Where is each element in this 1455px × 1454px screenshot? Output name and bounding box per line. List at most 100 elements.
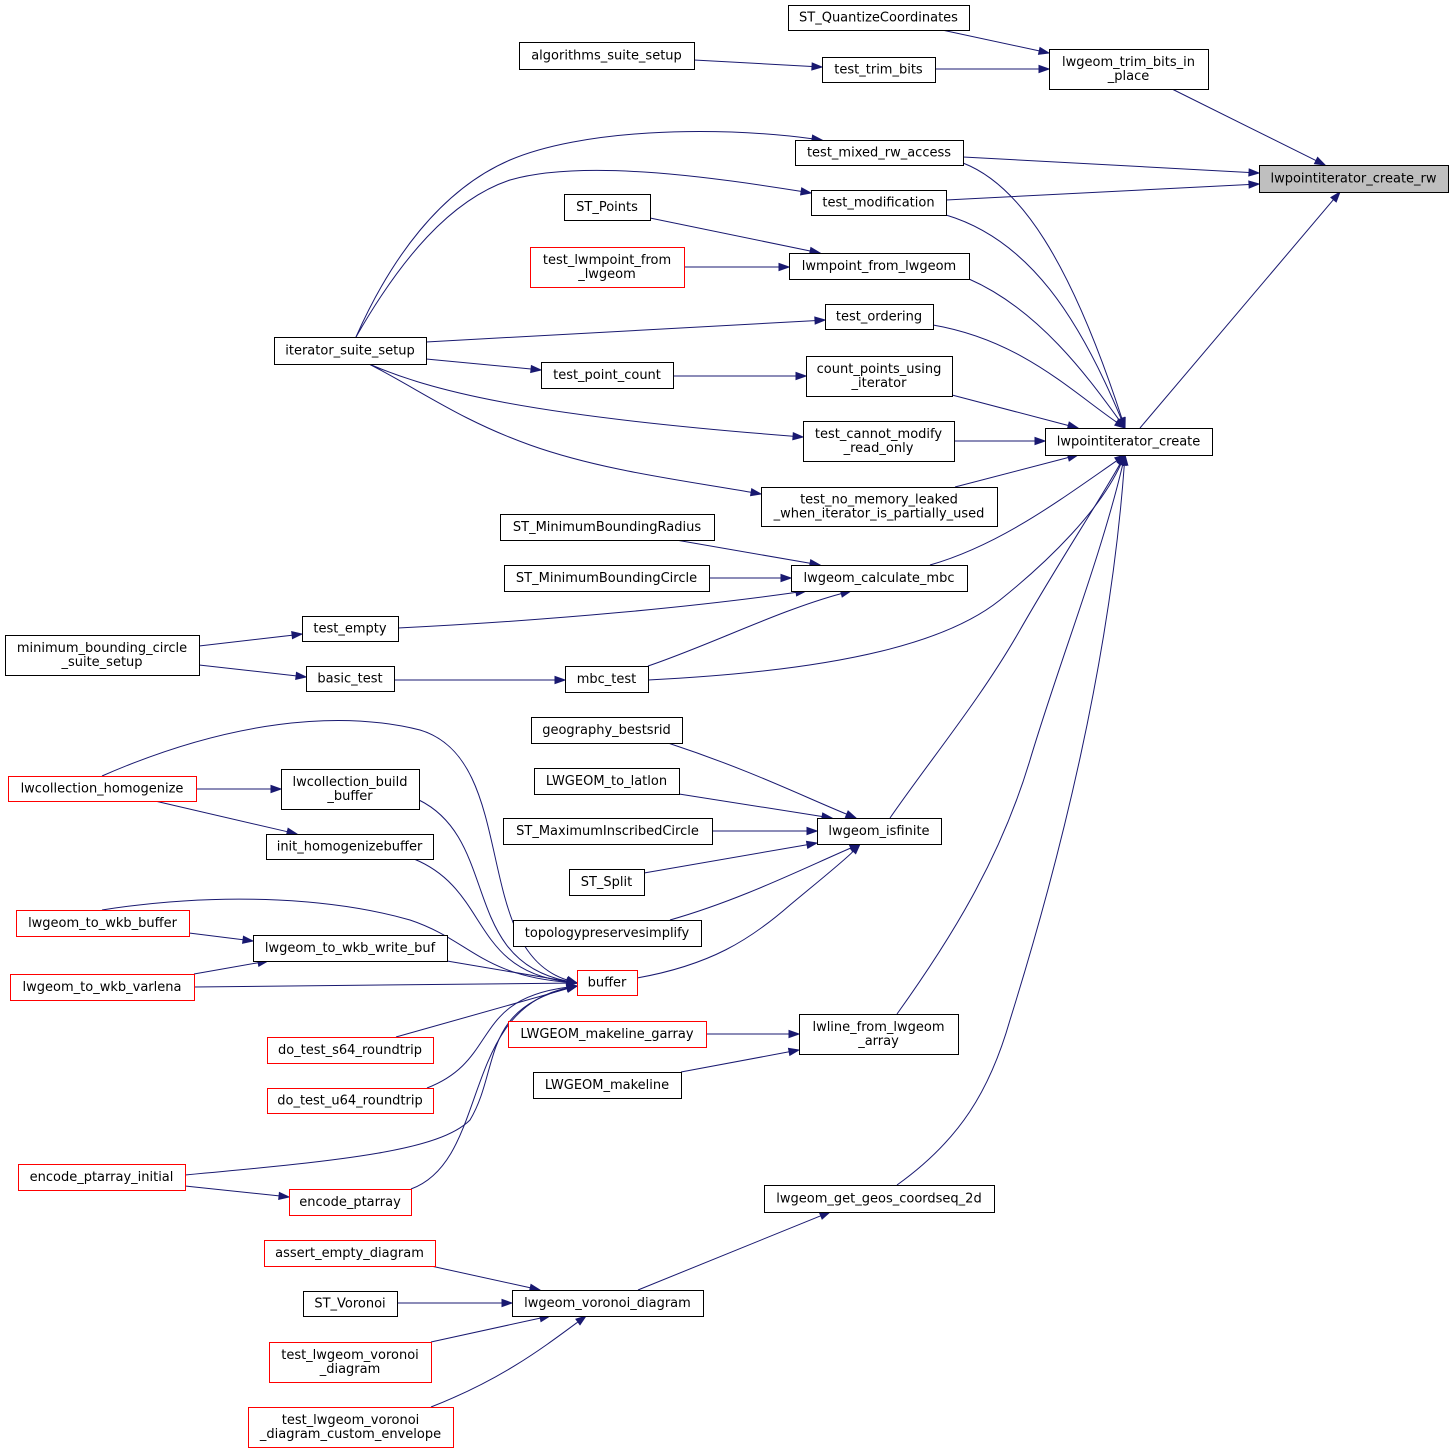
edge-test_lwmpoint_from_lwgeom-to-lwmpoint_from_lwgeom — [684, 262, 791, 272]
node-iterator_suite_setup[interactable]: iterator_suite_setup — [274, 337, 427, 365]
node-ST_Split[interactable]: ST_Split — [569, 869, 645, 896]
node-box — [564, 194, 651, 221]
node-label: algorithms_suite_setup — [531, 49, 682, 64]
edge-iterator_suite_setup-to-test_ordering — [425, 316, 827, 343]
edge-line — [962, 162, 1123, 419]
node-test_lwgeom_voronoi_diagram[interactable]: test_lwgeom_voronoi_diagram — [269, 1342, 432, 1383]
edge-line — [678, 793, 823, 817]
edge-geography_bestsrid-to-lwgeom_isfinite — [667, 742, 858, 819]
edge-line — [896, 464, 1124, 1015]
edge-test_trim_bits-to-lwgeom_trim_bits_in_place — [935, 64, 1051, 74]
node-box — [817, 818, 942, 845]
node-lwpointiterator_create_rw[interactable]: lwpointiterator_create_rw — [1259, 165, 1449, 193]
node-lwgeom_get_geos_coordseq_2d[interactable]: lwgeom_get_geos_coordseq_2d — [764, 1185, 995, 1213]
edge-iterator_suite_setup-to-test_cannot_modify_read_only — [368, 363, 805, 441]
node-topologypreservesimplify[interactable]: topologypreservesimplify — [513, 920, 702, 947]
node-label: _lwgeom — [577, 267, 636, 282]
node-encode_ptarray_initial[interactable]: encode_ptarray_initial — [18, 1164, 186, 1191]
node-algorithms_suite_setup[interactable]: algorithms_suite_setup — [519, 42, 695, 70]
node-lwcollection_homogenize[interactable]: lwcollection_homogenize — [8, 776, 197, 802]
node-minimum_bounding_circle_suite_setup[interactable]: minimum_bounding_circle_suite_setup — [5, 635, 200, 676]
node-label: assert_empty_diagram — [275, 1246, 424, 1261]
node-box — [266, 834, 434, 860]
node-label: _diagram — [319, 1362, 381, 1377]
node-lwmpoint_from_lwgeom[interactable]: lwmpoint_from_lwgeom — [789, 253, 970, 280]
node-box — [530, 247, 685, 288]
arrowhead-icon — [787, 1047, 801, 1057]
node-lwgeom_to_wkb_varlena[interactable]: lwgeom_to_wkb_varlena — [10, 974, 195, 1001]
arrowhead-icon — [780, 573, 793, 583]
node-label: geography_bestsrid — [542, 723, 671, 738]
node-LWGEOM_to_latlon[interactable]: LWGEOM_to_latlon — [534, 768, 680, 795]
node-box — [1259, 165, 1449, 193]
node-label: _diagram_custom_envelope — [259, 1427, 441, 1442]
node-do_test_u64_roundtrip[interactable]: do_test_u64_roundtrip — [267, 1088, 434, 1114]
node-basic_test[interactable]: basic_test — [306, 666, 395, 692]
edge-ST_MinimumBoundingCircle-to-lwgeom_calculate_mbc — [709, 573, 793, 583]
node-box — [577, 970, 638, 996]
node-lwgeom_to_wkb_write_buf[interactable]: lwgeom_to_wkb_write_buf — [253, 935, 448, 962]
node-test_lwmpoint_from_lwgeom[interactable]: test_lwmpoint_from_lwgeom — [530, 247, 685, 288]
node-box — [281, 769, 420, 810]
node-lwgeom_trim_bits_in_place[interactable]: lwgeom_trim_bits_in_place — [1049, 49, 1209, 90]
arrowhead-icon — [565, 977, 579, 986]
node-test_modification[interactable]: test_modification — [811, 190, 947, 216]
node-box — [825, 304, 934, 330]
arrowhead-icon — [749, 488, 763, 497]
node-do_test_s64_roundtrip[interactable]: do_test_s64_roundtrip — [267, 1037, 434, 1064]
node-lwgeom_voronoi_diagram[interactable]: lwgeom_voronoi_diagram — [512, 1290, 704, 1317]
edge-ST_Points-to-lwmpoint_from_lwgeom — [649, 217, 822, 255]
node-ST_QuantizeCoordinates[interactable]: ST_QuantizeCoordinates — [788, 5, 970, 31]
edge-ST_Split-to-lwgeom_isfinite — [643, 840, 819, 874]
node-lwpointiterator_create[interactable]: lwpointiterator_create — [1045, 428, 1213, 456]
node-ST_MinimumBoundingRadius[interactable]: ST_MinimumBoundingRadius — [500, 514, 715, 541]
node-count_points_using_iterator[interactable]: count_points_using_iterator — [806, 356, 953, 397]
node-label: test_no_memory_leaked — [800, 493, 958, 508]
node-geography_bestsrid[interactable]: geography_bestsrid — [531, 717, 683, 744]
node-test_cannot_modify_read_only[interactable]: test_cannot_modify_read_only — [803, 421, 955, 462]
edge-lwpointiterator_create-to-lwpointiterator_create_rw — [1139, 190, 1341, 429]
edge-line — [669, 847, 851, 921]
node-ST_Voronoi[interactable]: ST_Voronoi — [303, 1291, 398, 1317]
node-LWGEOM_makeline_garray[interactable]: LWGEOM_makeline_garray — [508, 1021, 707, 1048]
arrowhead-icon — [849, 842, 862, 855]
node-test_mixed_rw_access[interactable]: test_mixed_rw_access — [795, 140, 964, 166]
node-encode_ptarray[interactable]: encode_ptarray — [289, 1189, 412, 1216]
node-lwgeom_to_wkb_buffer[interactable]: lwgeom_to_wkb_buffer — [16, 910, 190, 937]
node-lwcollection_build_buffer[interactable]: lwcollection_build_buffer — [281, 769, 420, 810]
edge-test_mixed_rw_access-to-lwpointiterator_create_rw — [962, 156, 1261, 177]
node-lwgeom_calculate_mbc[interactable]: lwgeom_calculate_mbc — [791, 565, 968, 592]
node-label: _array — [857, 1034, 899, 1049]
arrowhead-icon — [788, 1029, 801, 1039]
arrowhead-icon — [1037, 46, 1051, 55]
edge-algorithms_suite_setup-to-test_trim_bits — [693, 59, 824, 71]
node-ST_MinimumBoundingCircle[interactable]: ST_MinimumBoundingCircle — [504, 565, 710, 592]
node-ST_MaximumInscribedCircle[interactable]: ST_MaximumInscribedCircle — [503, 818, 713, 845]
node-assert_empty_diagram[interactable]: assert_empty_diagram — [264, 1240, 436, 1267]
edge-iterator_suite_setup-to-test_mixed_rw_access — [355, 130, 824, 338]
node-lwgeom_isfinite[interactable]: lwgeom_isfinite — [817, 818, 942, 845]
node-buffer[interactable]: buffer — [577, 970, 638, 996]
node-lwline_from_lwgeom_array[interactable]: lwline_from_lwgeom_array — [799, 1014, 959, 1055]
node-mbc_test[interactable]: mbc_test — [565, 666, 649, 693]
node-label: lwmpoint_from_lwgeom — [802, 259, 956, 274]
node-LWGEOM_makeline[interactable]: LWGEOM_makeline — [533, 1072, 682, 1099]
node-test_lwgeom_voronoi_diagram_custom_envelope[interactable]: test_lwgeom_voronoi_diagram_custom_envel… — [248, 1407, 454, 1448]
node-ST_Points[interactable]: ST_Points — [564, 194, 651, 221]
node-box — [1049, 49, 1209, 90]
node-box — [306, 666, 395, 692]
node-test_empty[interactable]: test_empty — [302, 616, 399, 642]
node-label: test_modification — [822, 196, 934, 211]
edge-lwgeom_voronoi_diagram-to-lwgeom_get_geos_coordseq_2d — [637, 1211, 832, 1291]
node-box — [519, 42, 695, 70]
node-init_homogenizebuffer[interactable]: init_homogenizebuffer — [266, 834, 434, 860]
node-test_trim_bits[interactable]: test_trim_bits — [822, 57, 936, 83]
edge-ST_MaximumInscribedCircle-to-lwgeom_isfinite — [712, 826, 819, 836]
node-box — [822, 57, 936, 83]
node-box — [274, 337, 427, 365]
node-test_no_memory_leaked[interactable]: test_no_memory_leaked_when_iterator_is_p… — [761, 487, 998, 527]
node-test_ordering[interactable]: test_ordering — [825, 304, 934, 330]
edge-line — [896, 464, 1125, 1186]
node-box — [10, 974, 195, 1001]
node-test_point_count[interactable]: test_point_count — [541, 362, 674, 389]
